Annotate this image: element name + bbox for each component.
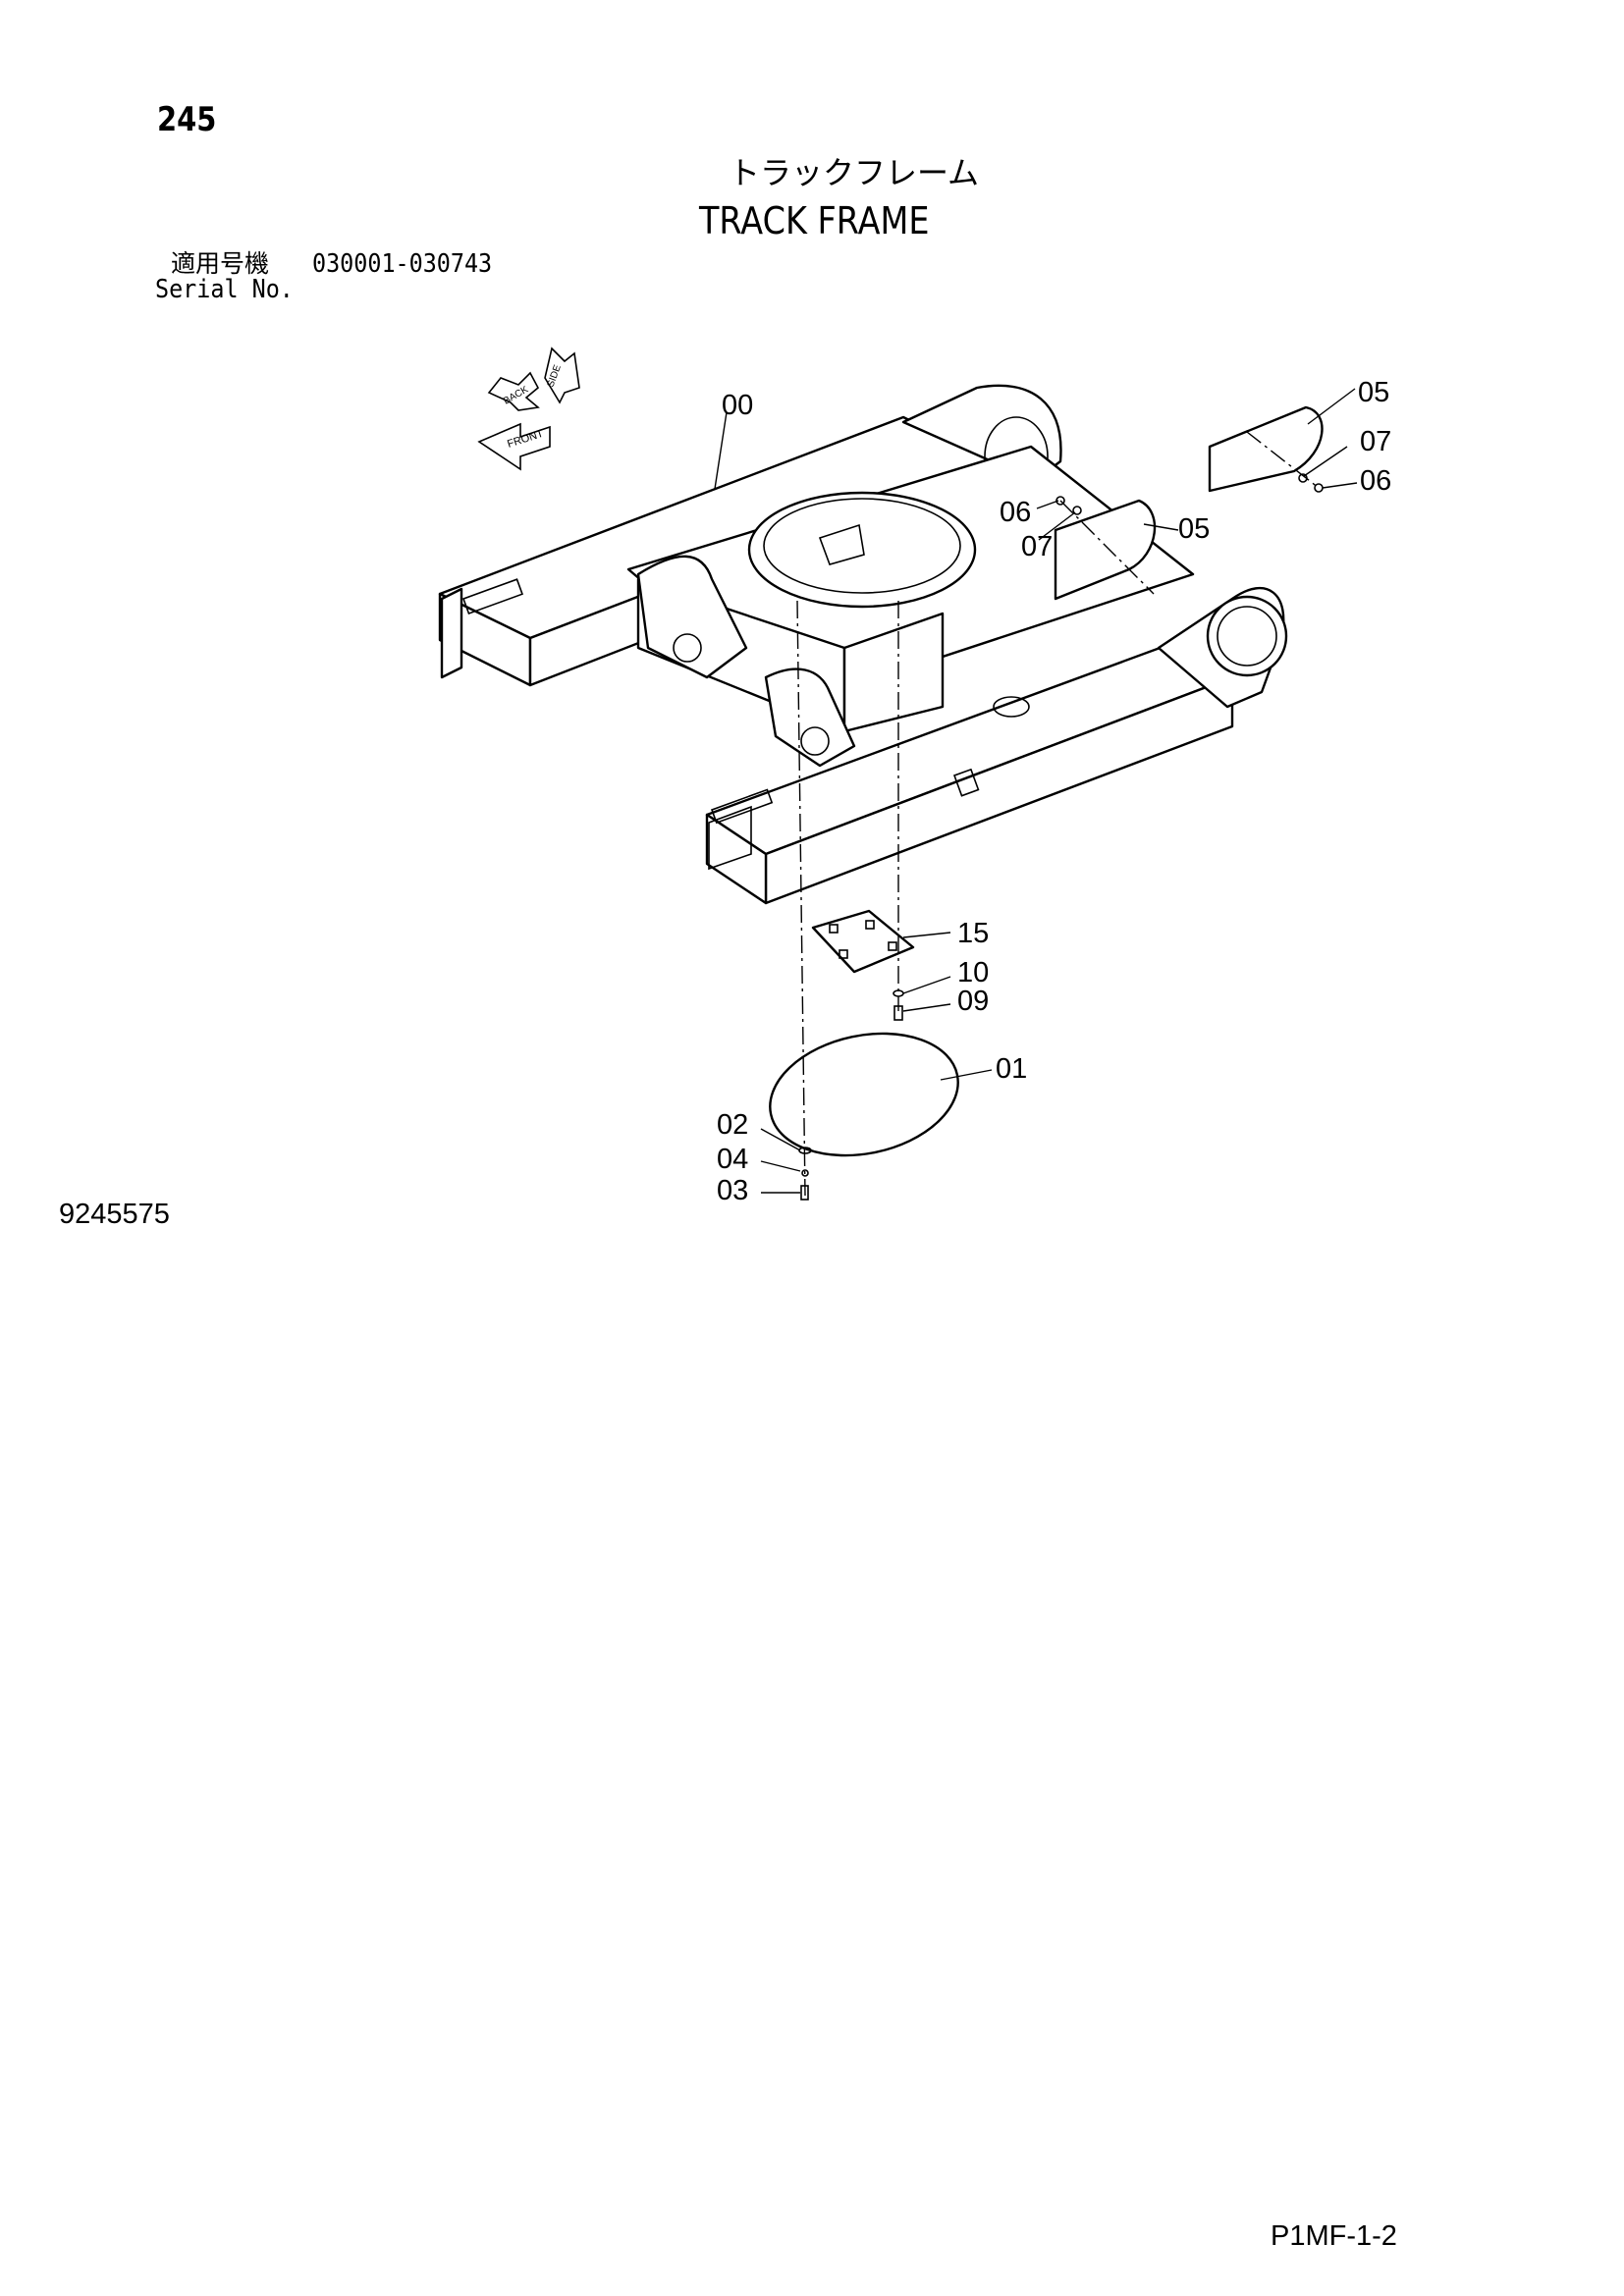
callout-02: 02 [717,1109,748,1141]
callout-09: 09 [957,986,989,1017]
leader-15 [902,932,951,938]
rear-end-plate [440,587,463,679]
leader-09 [902,1003,951,1012]
callout-03: 03 [717,1175,748,1206]
callout-00: 00 [722,390,753,421]
cover-plate-upper [1208,405,1324,493]
front-motor-mount-inner [1217,606,1277,667]
callout-15: 15 [957,918,989,949]
leader-00 [714,411,728,490]
compass-label-front: FRONT [506,428,545,451]
front-boss-hole [800,726,830,756]
leader-07-left [1038,511,1076,541]
compass-label-back: BACK [502,384,530,406]
serial-label-english: Serial No. [155,275,294,304]
plate-hole [839,949,848,959]
front-boss [764,667,856,768]
page-code: P1MF-1-2 [1271,2220,1397,2252]
leader-02 [760,1128,801,1151]
callout-05-lower: 05 [1178,513,1210,545]
bolt-06-upper-right [1314,483,1324,493]
rear-slot [461,578,523,615]
leader-06-right [1322,482,1358,489]
plate-hole [865,920,875,930]
callout-05-upper: 05 [1358,377,1389,408]
callout-04: 04 [717,1144,748,1175]
leader-10 [902,976,951,994]
front-motor-mount [1206,595,1288,677]
assembly-line-disc [796,600,806,1197]
plate-hole [888,941,897,951]
leader-01 [940,1069,993,1081]
plate-hole [829,924,839,934]
leader-05-upper [1307,388,1356,425]
front-end-plate [708,805,752,871]
assembly-line-cover-lower [1059,500,1155,595]
track-frame-body [438,384,1288,905]
back-arrow-icon [487,371,540,411]
callout-07-right: 07 [1360,426,1391,457]
leader-04 [760,1160,801,1172]
callout-01: 01 [996,1053,1027,1085]
leader-07-right [1303,446,1348,477]
center-opening [818,523,865,565]
callout-10: 10 [957,957,989,988]
page-number: 245 [157,100,217,139]
side-arrow-icon [544,347,580,404]
callout-06-right: 06 [1360,465,1391,497]
front-slot [710,788,774,825]
swing-circle-inner [763,498,961,594]
spring-washer-04 [801,1169,809,1177]
serial-range: 030001-030743 [312,249,493,279]
leader-05-lower [1143,523,1179,531]
left-boss [636,555,748,679]
callout-06-left: 06 [1000,497,1031,528]
drawing-id: 9245575 [59,1199,170,1230]
front-arrow-icon [477,422,551,471]
washer-07-upper-left [1072,506,1082,515]
orientation-compass: FRONT BACK SIDE [477,347,580,471]
serial-label-japanese: 適用号機 [171,249,270,278]
front-member-window [952,768,980,797]
leader-06-left [1036,500,1059,509]
disc-cover-01 [769,1032,959,1157]
callout-07-left: 07 [1021,531,1053,562]
front-member-hole [993,696,1030,718]
center-frame-front [842,612,945,733]
swing-circle-mount [747,491,977,609]
assembly-line-cover-upper [1246,431,1320,489]
left-boss-hole [673,633,702,663]
title-english: TRACK FRAME [699,199,930,242]
title-japanese: トラックフレーム [729,154,980,191]
